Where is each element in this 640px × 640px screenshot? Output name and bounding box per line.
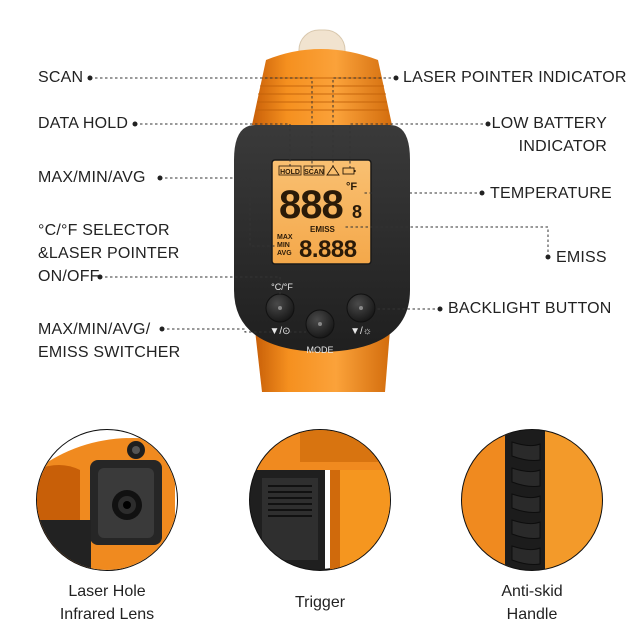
detail-handle-illustration [461,429,603,571]
label-laser-indicator: LASER POINTER INDICATOR [403,69,627,86]
lcd-min: MIN [277,242,290,249]
caption-handle-line1: Anti-skid [501,583,563,600]
label-mode-switcher-line2: EMISS SWITCHER [38,344,181,361]
unit-button-label: °C/°F [271,282,293,292]
right-button-symbol: ▼/☼ [350,326,372,337]
lcd-scan: SCAN [304,169,324,176]
upper-body [252,49,392,125]
lcd-secondary-digits: 8.888 [299,236,357,263]
label-backlight: BACKLIGHT BUTTON [448,300,612,317]
label-data-hold: DATA HOLD [38,115,129,132]
lcd-screen [271,159,372,265]
grip-ridges [256,77,388,111]
caption-handle-line2: Handle [506,606,558,623]
label-mode-switcher-line1: MAX/MIN/AVG/ [38,321,151,338]
lcd-contents: HOLD SCAN 888 8 °F EMISS MAX MIN AVG 8.8… [277,165,362,263]
caption-trigger: Trigger [294,594,346,611]
label-low-battery-line1: LOW BATTERY [491,115,607,132]
label-unit-selector-line3: ON/OFF [38,268,100,285]
label-scan: SCAN [38,69,84,86]
caption-lens-line1: Laser Hole [68,583,146,600]
lcd-main-digits: 888 [279,183,343,227]
label-max-min-avg: MAX/MIN/AVG [38,169,146,186]
detail-trigger-illustration [249,429,391,571]
lcd-unit: °F [346,181,357,193]
leader-lines [90,77,549,333]
lcd-hold: HOLD [280,169,300,176]
label-emiss: EMISS [556,249,607,266]
lcd-decimal-digit: 8 [352,202,362,222]
mode-button-label: MODE [307,345,334,355]
left-button-symbol: ▼/⊙ [269,326,290,337]
label-temperature: TEMPERATURE [490,185,612,202]
label-low-battery-line2: INDICATOR [518,138,607,155]
detail-lens-illustration [36,429,178,571]
label-unit-selector-line1: °C/°F SELECTOR [38,222,170,239]
leader-dots [87,75,551,332]
lcd-max: MAX [277,234,293,241]
lcd-emiss: EMISS [310,225,336,234]
label-unit-selector-line2: &LASER POINTER [38,245,180,262]
caption-lens-line2: Infrared Lens [59,606,155,623]
lcd-avg: AVG [277,250,292,257]
laser-indicator-icon [326,165,340,176]
